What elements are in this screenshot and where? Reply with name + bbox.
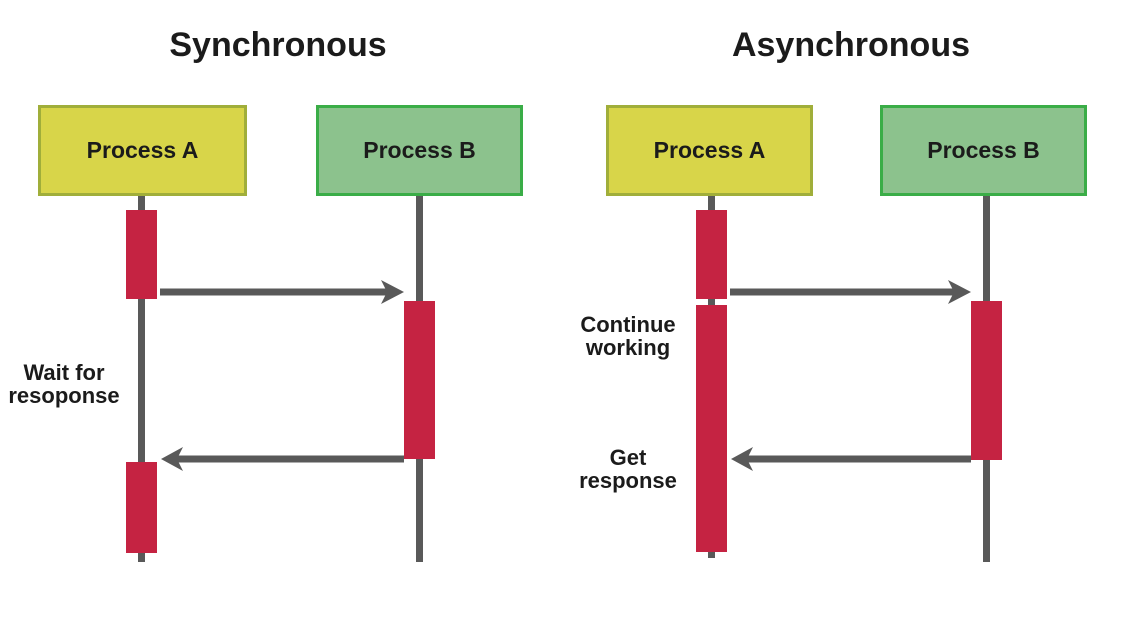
async-continue-annotation-line2: working <box>585 335 671 360</box>
sync-wait-annotation: Wait for resoponse <box>6 361 122 407</box>
sync-activation-bar-b1 <box>404 301 435 459</box>
async-process-a-box: Process A <box>606 105 813 196</box>
async-process-a-label: Process A <box>653 137 766 163</box>
async-response-arrow-icon <box>731 447 971 471</box>
async-continue-annotation: Continue working <box>570 313 686 359</box>
sync-wait-annotation-line2: resoponse <box>8 383 120 408</box>
sync-process-b-box: Process B <box>316 105 523 196</box>
async-activation-bar-b1 <box>971 301 1002 460</box>
sync-response-arrow-icon <box>161 447 404 471</box>
sync-activation-bar-a1 <box>126 210 157 299</box>
async-activation-bar-a1 <box>696 210 727 299</box>
async-process-b-label: Process B <box>927 137 1040 163</box>
sync-process-b-label: Process B <box>363 137 476 163</box>
sync-process-a-box: Process A <box>38 105 247 196</box>
async-process-b-box: Process B <box>880 105 1087 196</box>
sync-process-a-label: Process A <box>86 137 199 163</box>
sync-request-arrow-icon <box>160 280 404 304</box>
async-get-annotation-line2: response <box>579 468 677 493</box>
sync-wait-annotation-line1: Wait for <box>23 360 105 385</box>
synchronous-title: Synchronous <box>169 26 387 64</box>
async-continue-annotation-line1: Continue <box>580 312 676 337</box>
sync-process-a-lifeline <box>138 196 145 562</box>
async-activation-bar-a2 <box>696 305 727 552</box>
asynchronous-title: Asynchronous <box>731 26 971 64</box>
async-request-arrow-icon <box>730 280 971 304</box>
async-get-annotation: Get response <box>570 446 686 492</box>
async-get-annotation-line1: Get <box>609 445 647 470</box>
sync-activation-bar-a2 <box>126 462 157 553</box>
